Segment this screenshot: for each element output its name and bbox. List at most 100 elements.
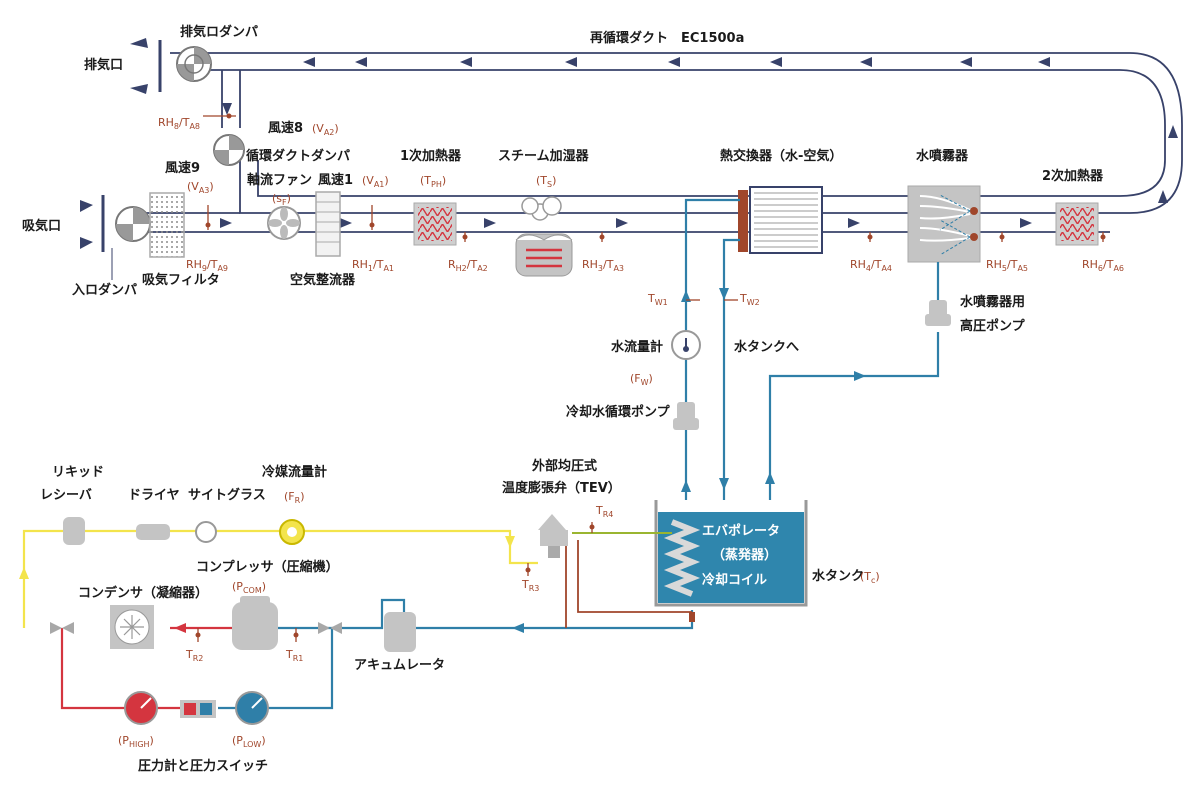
- rh5-ta5-label: RH5/TA5: [986, 258, 1028, 273]
- water-arrows: [681, 288, 866, 492]
- water-tank-label: 水タンク: [812, 568, 864, 584]
- steam-humidifier-label: スチーム加湿器: [498, 149, 590, 164]
- inlet-flow-icon: [80, 200, 93, 249]
- suction-arrow: [512, 623, 524, 633]
- steam-humidifier: [515, 196, 573, 277]
- air-duct: [140, 52, 1183, 233]
- rh1-ta1-label: RH1/TA1: [352, 258, 394, 273]
- arrow-left: [960, 57, 972, 67]
- va2-label: (VA2): [312, 122, 339, 137]
- arrow-left: [565, 57, 577, 67]
- secondary-heater: [1055, 202, 1099, 246]
- high-pressure-gauge: [124, 691, 158, 725]
- service-valves: [50, 622, 342, 634]
- gauges-label: 圧力計と圧力スイッチ: [138, 758, 268, 774]
- condenser: [110, 605, 154, 649]
- arrow-right: [484, 218, 496, 228]
- va1-label: (VA1): [362, 174, 389, 189]
- va3-label: (VA3): [187, 180, 214, 195]
- pressure-switch: [180, 700, 216, 718]
- recirc-damper-label: 循環ダクトダンパ: [246, 148, 350, 164]
- primary-heater: [413, 202, 457, 246]
- liquid-receiver: [63, 517, 85, 545]
- tr2-label: TR2: [185, 648, 203, 663]
- evaporator-label-2: （蒸発器）: [712, 547, 777, 563]
- sprayer-pump: [925, 300, 951, 326]
- refrigerant-flow-meter: [279, 519, 305, 545]
- tev-label-1: 外部均圧式: [531, 458, 597, 474]
- evaporator-label-1: エバポレータ: [702, 523, 780, 539]
- tr1-label: TR1: [285, 648, 303, 663]
- arrow-right: [220, 218, 232, 228]
- accumulator: [384, 612, 416, 652]
- recirc-damper[interactable]: [213, 134, 245, 166]
- axial-fan-icon[interactable]: [267, 206, 301, 240]
- dryer: [136, 524, 170, 540]
- arrow-left: [860, 57, 872, 67]
- rh8-ta8-label: RH8/TA8: [158, 116, 200, 131]
- plow-label: (PLOW): [232, 734, 266, 749]
- liquid-receiver-label-2: レシーバ: [40, 488, 92, 503]
- air-sensor-dots: [205, 113, 1106, 240]
- condenser-label: コンデンサ（凝縮器）: [78, 585, 208, 601]
- velocity9-label: 風速9: [165, 160, 200, 176]
- to-water-tank-label: 水タンクへ: [734, 339, 799, 355]
- water-sprayer-label: 水噴霧器: [916, 148, 969, 164]
- cooling-pump: [673, 402, 699, 430]
- arrow-left: [668, 57, 680, 67]
- sensor-labels: RH8/TA8 (VA2) (VA3) (sF) (VA1) (TPH) (TS…: [118, 116, 1124, 749]
- refrig-sensor-dots: [195, 524, 595, 638]
- arrow-right: [340, 218, 352, 228]
- water-sprayer: [907, 185, 981, 263]
- rh3-ta3-label: RH3/TA3: [582, 258, 624, 273]
- tw2-label: TW2: [739, 292, 760, 307]
- exhaust-damper[interactable]: [158, 40, 212, 92]
- rh6-ta6-label: RH6/TA6: [1082, 258, 1124, 273]
- accumulator-label: アキュムレータ: [354, 658, 445, 673]
- cooling-pump-label: 冷却水循環ポンプ: [566, 404, 671, 420]
- refrig-flow-meter-label: 冷媒流量計: [262, 464, 327, 480]
- tev-valve: [538, 514, 568, 558]
- duct-flow-arrows: [220, 57, 1178, 228]
- tr4-probe: [689, 612, 695, 622]
- sprayer-pump-label-1: 水噴霧器用: [960, 294, 1025, 310]
- arrow-left: [770, 57, 782, 67]
- labels: 再循環ダクト EC1500a 排気ロダンパ 排気口 吸気口 入ロダンパ 吸気フィ…: [22, 24, 1104, 774]
- dryer-label: ドライヤ: [128, 488, 180, 503]
- hot-gas-arrow: [174, 623, 186, 633]
- water-flow-meter-label: 水流量計: [611, 339, 663, 355]
- inlet-damper[interactable]: [101, 195, 151, 252]
- liquid-line: [22, 529, 538, 628]
- fw-label: (FW): [630, 372, 653, 387]
- arrow-right: [1020, 218, 1032, 228]
- tph-label: (TPH): [420, 174, 446, 189]
- compressor: [232, 596, 278, 650]
- pcom-label: (PCOM): [232, 580, 266, 595]
- primary-heater-label: 1次加熱器: [400, 148, 462, 164]
- rh2-ta2-label: RH2/TA2: [448, 258, 488, 273]
- secondary-heater-label: 2次加熱器: [1042, 168, 1104, 184]
- liquid-line-arrows: [19, 536, 515, 579]
- tev-label-2: 温度膨張弁（TEV）: [502, 480, 621, 496]
- arrow-down: [222, 103, 232, 115]
- intake-filter: [149, 192, 185, 258]
- water-flow-meter: [671, 330, 701, 360]
- sprayer-pump-label-2: 高圧ポンプ: [960, 318, 1026, 334]
- evaporator-label-3: 冷却コイル: [702, 572, 767, 588]
- inlet-label: 吸気口: [22, 218, 61, 234]
- rh4-ta4-label: RH4/TA4: [850, 258, 892, 273]
- equalizer-lines: [565, 540, 692, 628]
- ts-label: (TS): [536, 174, 556, 189]
- recirc-duct-label: 再循環ダクト EC1500a: [590, 30, 744, 46]
- arrow-left: [1038, 57, 1050, 67]
- velocity1-label: 風速1: [318, 172, 353, 188]
- liquid-receiver-label-1: リキッド: [52, 465, 104, 480]
- phigh-label: (PHIGH): [118, 734, 154, 749]
- exhaust-outlet-label: 排気口: [84, 57, 123, 73]
- axial-fan-label: 軸流ファン: [247, 172, 312, 188]
- sf-label: (sF): [272, 192, 291, 207]
- exhaust-flow-icon: [130, 38, 148, 94]
- compressor-label: コンプレッサ（圧縮機）: [196, 559, 339, 575]
- heat-exchanger-label: 熱交換器（水-空気）: [720, 148, 842, 164]
